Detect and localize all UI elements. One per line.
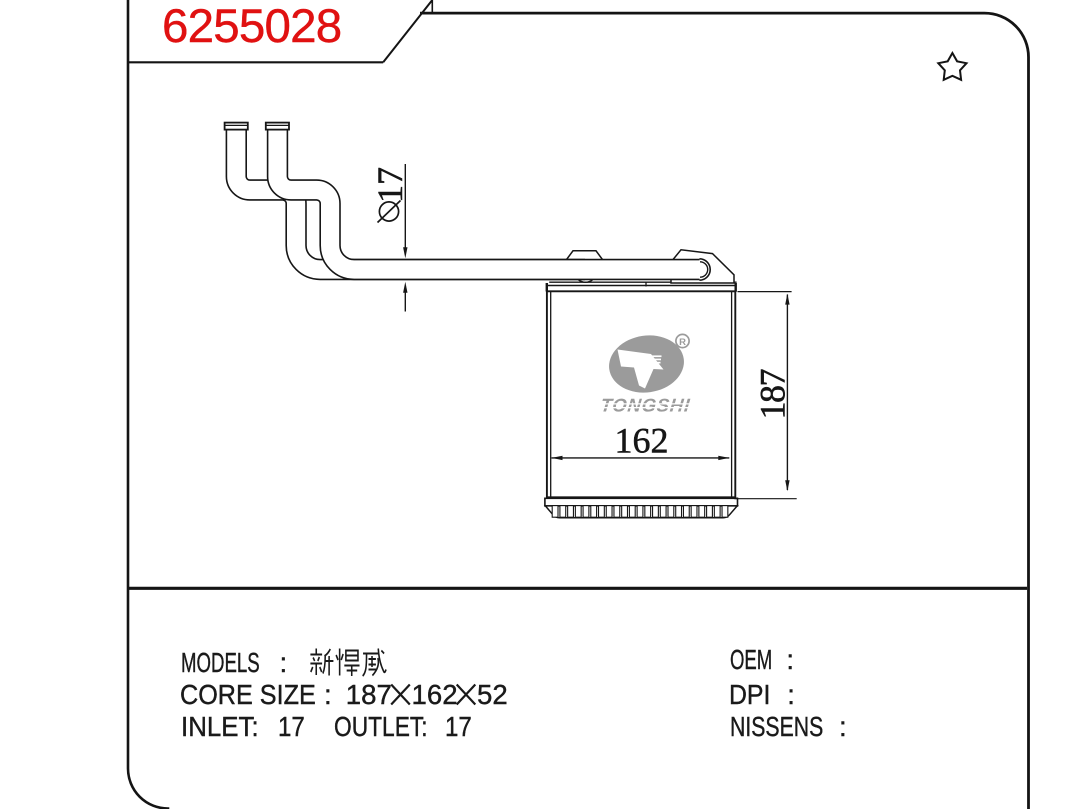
svg-text:187: 187 (753, 370, 793, 420)
svg-text:R: R (679, 337, 686, 348)
svg-text:162: 162 (615, 421, 669, 461)
svg-text:TONGSHI: TONGSHI (600, 395, 692, 416)
svg-text:17: 17 (370, 167, 410, 203)
